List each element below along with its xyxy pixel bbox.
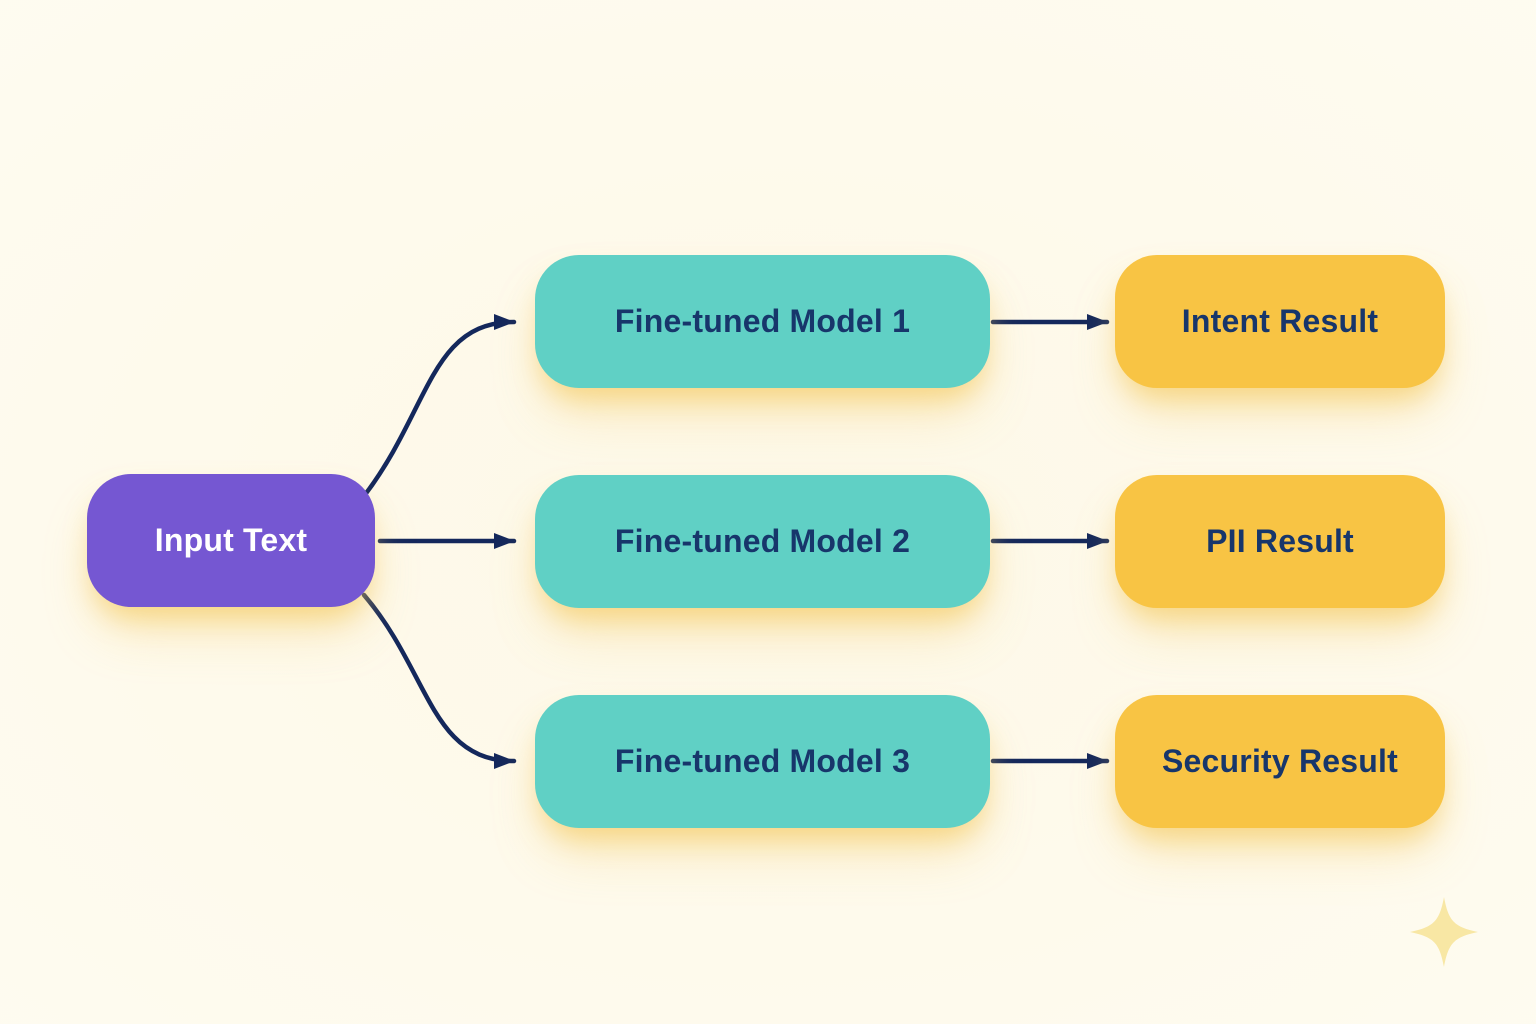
node-pii-result: PII Result [1115,475,1445,608]
node-fine-tuned-model-3: Fine-tuned Model 3 [535,695,990,828]
arrow-input-to-model1 [361,314,517,499]
node-security-result: Security Result [1115,695,1445,828]
node-fine-tuned-model-1: Fine-tuned Model 1 [535,255,990,388]
sparkle-icon [1410,897,1478,967]
node-input-text: Input Text [87,474,375,607]
arrow-input-to-model3 [361,592,517,769]
node-intent-result: Intent Result [1115,255,1445,388]
node-fine-tuned-model-2: Fine-tuned Model 2 [535,475,990,608]
